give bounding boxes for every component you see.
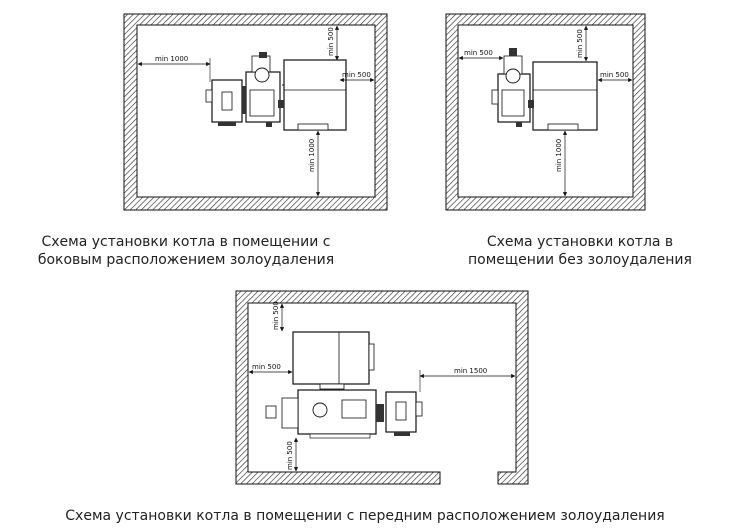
dim-right: min 500 <box>600 71 629 79</box>
dim-left: min 500 <box>252 363 281 371</box>
room-side-ash: min 1000 min 500 min 500 min 1000 <box>123 13 388 211</box>
dim-bottom: min 1000 <box>308 139 316 172</box>
dim-right: min 1500 <box>454 367 487 375</box>
fuel-hopper <box>532 61 598 131</box>
fuel-hopper <box>283 59 347 131</box>
caption-line: Схема установки котла в <box>486 234 674 250</box>
dim-right: min 500 <box>342 71 371 79</box>
caption-front-ash: Схема установки котла в помещении с пере… <box>0 507 730 525</box>
caption-line: боковым расположением золоудаления <box>37 252 335 268</box>
caption-line: Схема установки котла в помещении с пере… <box>65 508 665 524</box>
dim-left: min 1000 <box>155 55 188 63</box>
room-front-ash: min 500 min 500 min 1500 min 500 <box>235 290 529 485</box>
dim-left: min 500 <box>464 49 493 57</box>
dim-top: min 500 <box>272 301 280 330</box>
room-wall <box>123 13 388 211</box>
dim-bottom: min 500 <box>286 441 294 470</box>
fuel-hopper <box>292 331 370 385</box>
room-wall <box>445 13 646 211</box>
caption-no-ash: Схема установки котла в помещении без зо… <box>440 233 720 269</box>
room-no-ash: min 500 min 500 min 500 min 1000 <box>445 13 646 211</box>
caption-line: Схема установки котла в помещении с <box>41 234 331 250</box>
caption-side-ash: Схема установки котла в помещении с боко… <box>16 233 356 269</box>
dim-bottom: min 1000 <box>555 139 563 172</box>
dim-top: min 500 <box>327 27 335 56</box>
caption-line: помещении без золоудаления <box>468 252 692 268</box>
dim-top: min 500 <box>576 29 584 58</box>
room-wall <box>235 290 529 485</box>
